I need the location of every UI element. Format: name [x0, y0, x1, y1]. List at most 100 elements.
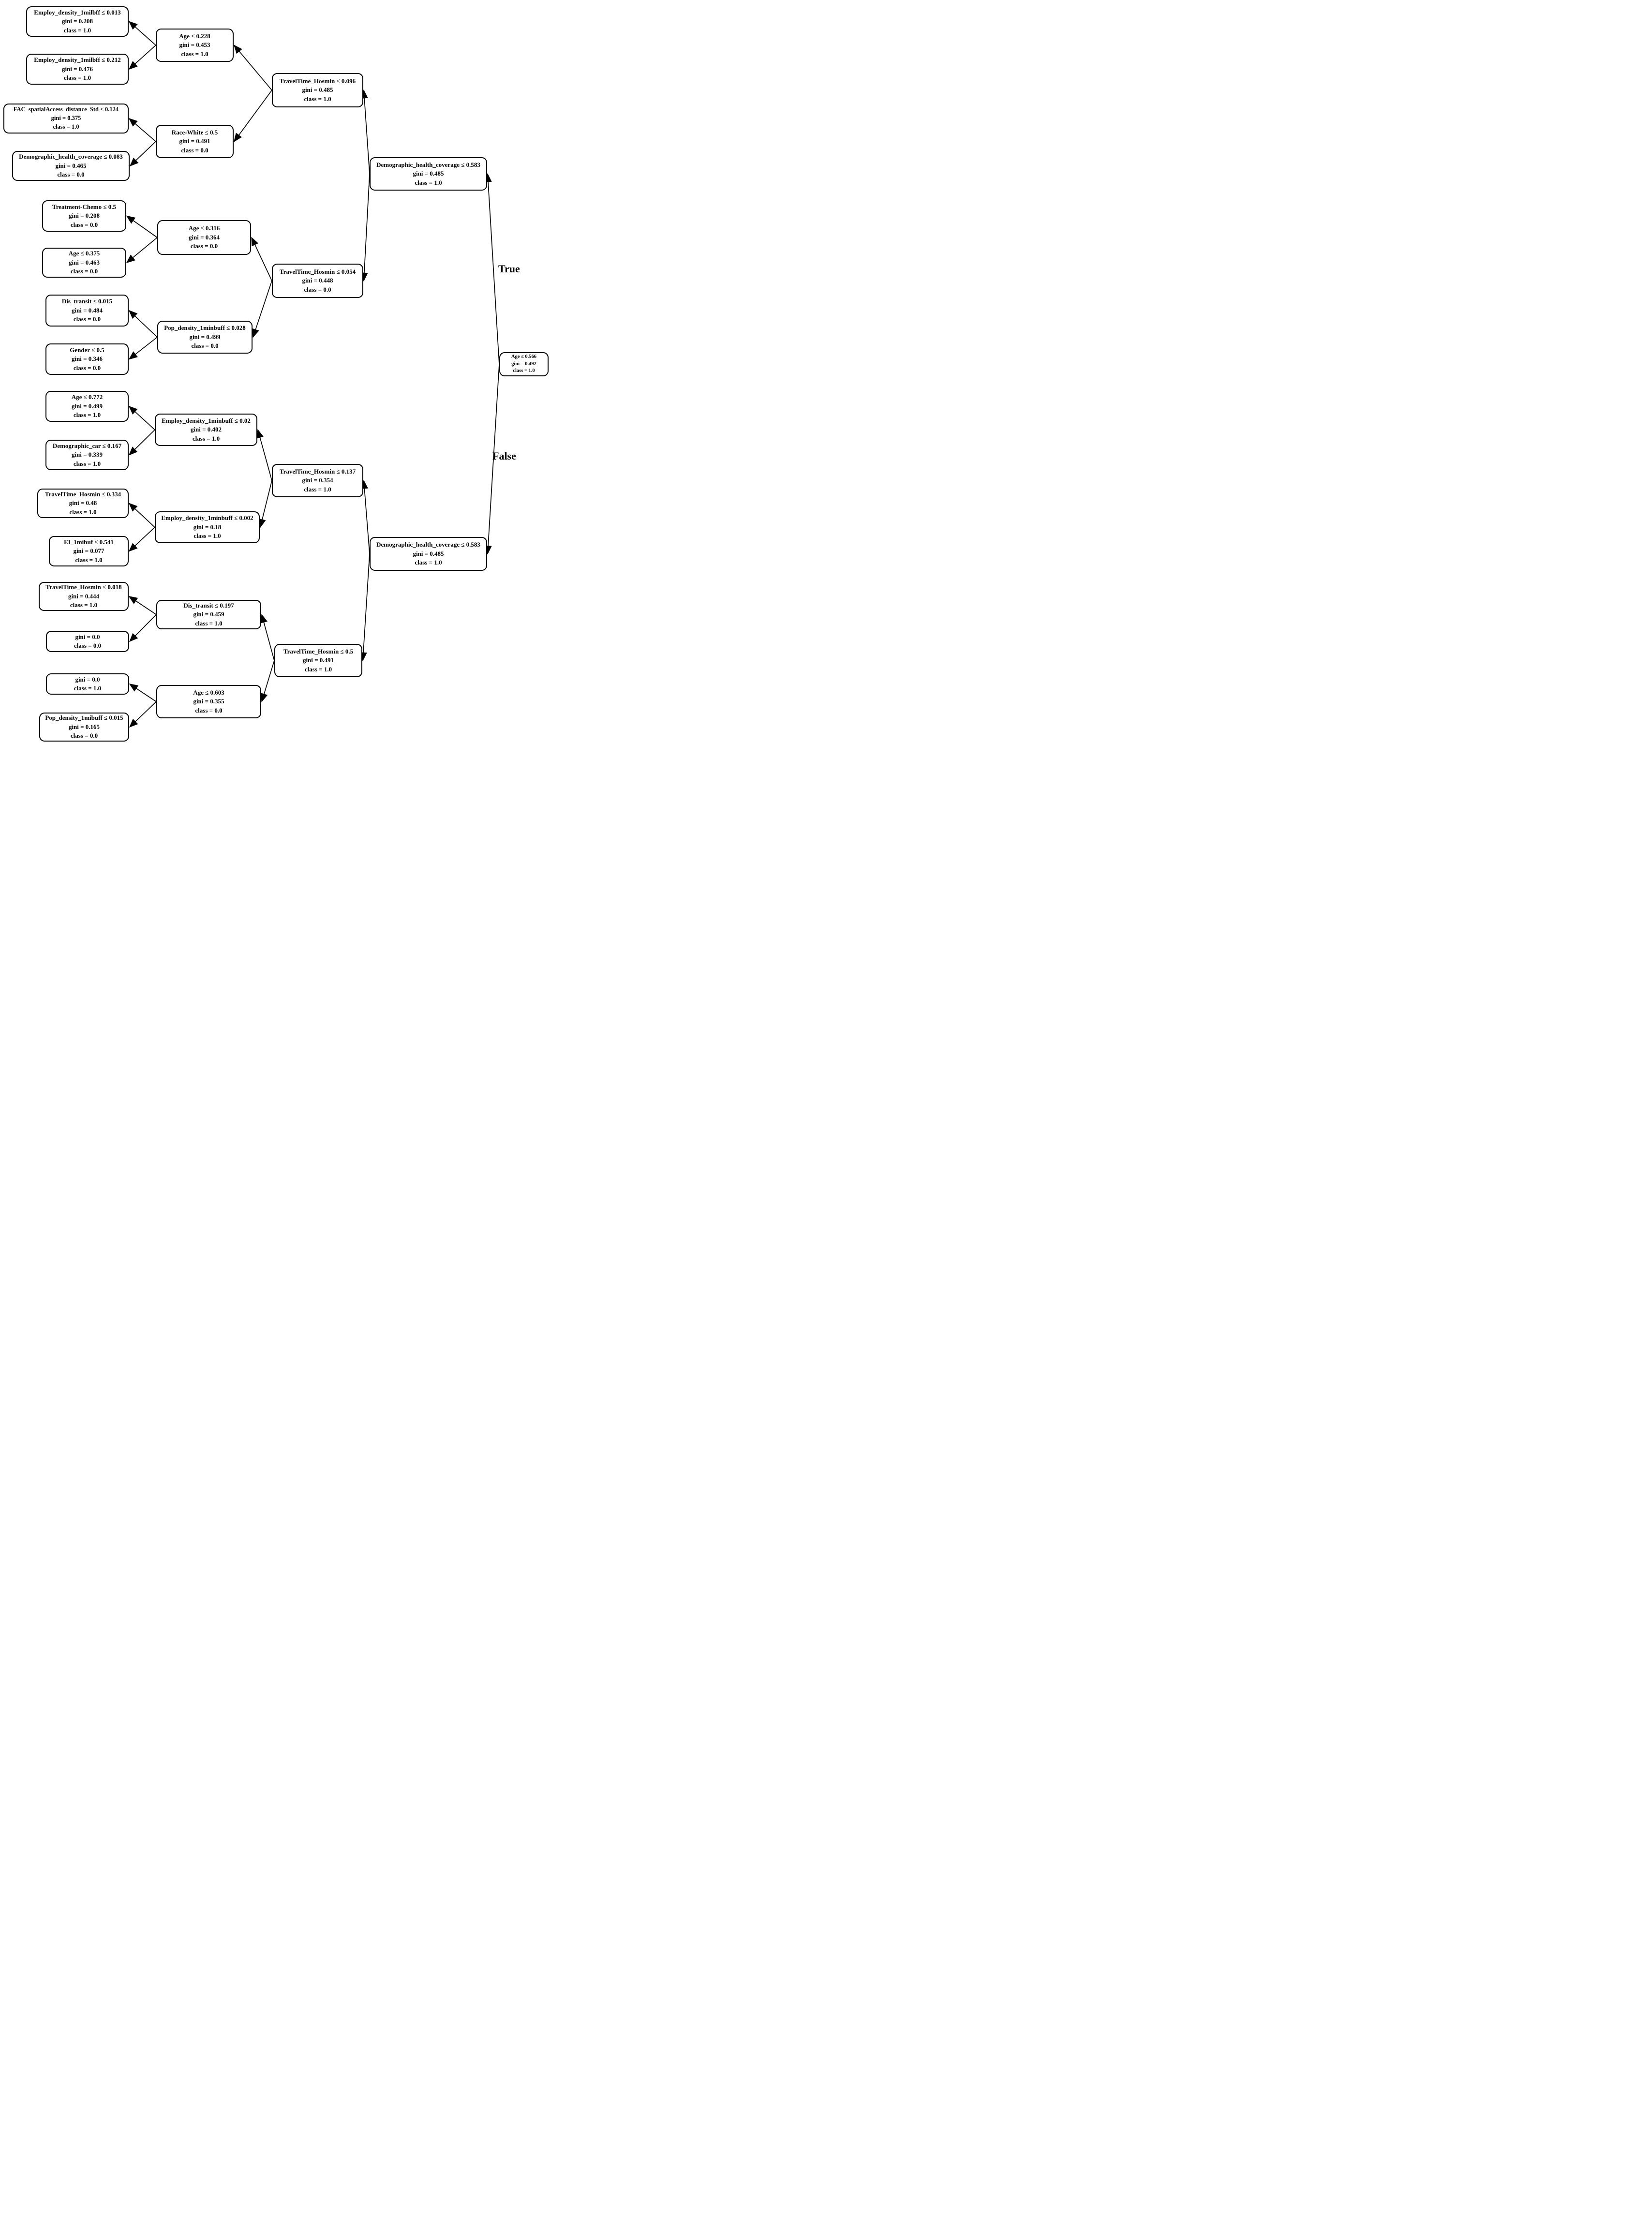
node-class: class = 1.0 [69, 508, 97, 516]
node-condition: Age ≤ 0.375 [68, 250, 100, 257]
node-class: class = 0.0 [74, 642, 102, 649]
node-gini: gini = 0.48 [69, 499, 97, 507]
node-gini: gini = 0.499 [189, 333, 221, 341]
edge-t05-to-age603 [260, 660, 275, 702]
node-gini: gini = 0.364 [188, 233, 220, 241]
edge-age316-to-chemo [126, 215, 158, 238]
node-class: class = 1.0 [73, 411, 101, 419]
node-gini: gini = 0.476 [61, 65, 93, 73]
edge-root-to-d1 [484, 173, 500, 365]
node-condition: Dis_transit ≤ 0.197 [183, 601, 234, 609]
node-gini: gini = 0.484 [71, 306, 103, 314]
edge-emp02-to-age772 [128, 405, 155, 431]
node-gini: gini = 0.077 [73, 547, 104, 555]
node-gini: gini = 0.346 [71, 355, 103, 363]
node-class: class = 0.0 [304, 285, 331, 293]
node-class: class = 1.0 [415, 559, 442, 566]
node-condition: EI_1mibuf ≤ 0.541 [64, 538, 114, 546]
node-condition: Age ≤ 0.228 [179, 32, 210, 40]
node-class: class = 1.0 [181, 50, 208, 58]
node-class: class = 1.0 [195, 619, 223, 627]
node-class: class = 1.0 [74, 684, 102, 692]
node-class: class = 1.0 [304, 485, 331, 493]
node-condition: TravelTime_Hosmin ≤ 0.018 [45, 583, 122, 591]
node-gini: gini = 0.354 [302, 476, 333, 484]
node-condition: Gender ≤ 0.5 [70, 346, 104, 354]
node-class: class = 1.0 [70, 601, 98, 609]
edge-pop028-to-gender [128, 337, 158, 360]
node-gini: gini = 0.459 [193, 610, 224, 618]
node-class: class = 1.0 [415, 178, 442, 186]
node-condition: TravelTime_Hosmin ≤ 0.334 [45, 490, 121, 498]
node-condition: Employ_density_1milbff ≤ 0.212 [34, 56, 121, 64]
edge-dis197-to-t018 [128, 596, 157, 615]
node-condition: Dis_transit ≤ 0.015 [61, 297, 113, 305]
node-class: class = 0.0 [191, 342, 219, 350]
node-gini: gini = 0.355 [193, 698, 224, 705]
node-condition: Employ_density_1minbuff ≤ 0.002 [161, 514, 253, 522]
edge-t05-to-dis197 [260, 614, 275, 661]
node-gini: gini = 0.18 [193, 523, 222, 531]
edge-age603-to-pop015 [129, 701, 157, 728]
node-condition: Demographic_health_coverage ≤ 0.583 [376, 161, 480, 168]
node-class: class = 0.0 [70, 221, 98, 228]
node-condition: Demographic_health_coverage ≤ 0.583 [376, 541, 480, 549]
branch-label-false: False [492, 450, 516, 462]
node-condition: Pop_density_1minbuff ≤ 0.028 [164, 324, 246, 332]
node-gini: gini = 0.0 [75, 675, 100, 683]
edge-age228-to-e212 [128, 45, 156, 70]
node-gini: gini = 0.485 [413, 170, 444, 178]
node-class: class = 1.0 [513, 368, 535, 374]
edge-emp02-to-demcar [128, 429, 155, 456]
node-gini: gini = 0.448 [302, 277, 333, 284]
node-condition: TravelTime_Hosmin ≤ 0.5 [283, 647, 354, 655]
node-class: class = 0.0 [190, 242, 218, 250]
node-condition: Age ≤ 0.566 [511, 354, 537, 359]
node-condition: Age ≤ 0.772 [71, 393, 103, 401]
edge-t054-to-pop028 [252, 281, 272, 338]
node-class: class = 1.0 [53, 123, 79, 130]
node-condition: Age ≤ 0.603 [193, 688, 224, 696]
edge-t137-to-emp02 [256, 429, 272, 481]
node-class: class = 1.0 [192, 434, 220, 442]
edge-race-to-dhc083 [129, 141, 156, 167]
node-condition: Age ≤ 0.316 [188, 224, 220, 232]
edge-dis197-to-leaf00 [129, 614, 157, 642]
node-condition: Treatment-Chemo ≤ 0.5 [52, 203, 116, 210]
node-condition: Pop_density_1mibuff ≤ 0.015 [45, 714, 123, 722]
edge-emp002-to-t334 [128, 503, 155, 528]
edge-pop028-to-dis015 [128, 310, 158, 338]
edge-race-to-fac [128, 118, 156, 142]
edge-emp002-to-ei [128, 527, 155, 552]
node-class: class = 1.0 [63, 26, 91, 34]
node-gini: gini = 0.208 [61, 17, 93, 25]
node-class: class = 1.0 [304, 95, 331, 103]
node-gini: gini = 0.491 [302, 656, 334, 664]
node-class: class = 0.0 [73, 315, 101, 323]
edge-age228-to-e013 [128, 21, 156, 46]
node-gini: gini = 0.499 [71, 402, 103, 410]
edge-root-to-d2 [484, 364, 500, 555]
node-gini: gini = 0.0 [75, 633, 100, 640]
edge-d2-to-t137 [360, 479, 370, 554]
node-gini: gini = 0.444 [68, 592, 100, 600]
